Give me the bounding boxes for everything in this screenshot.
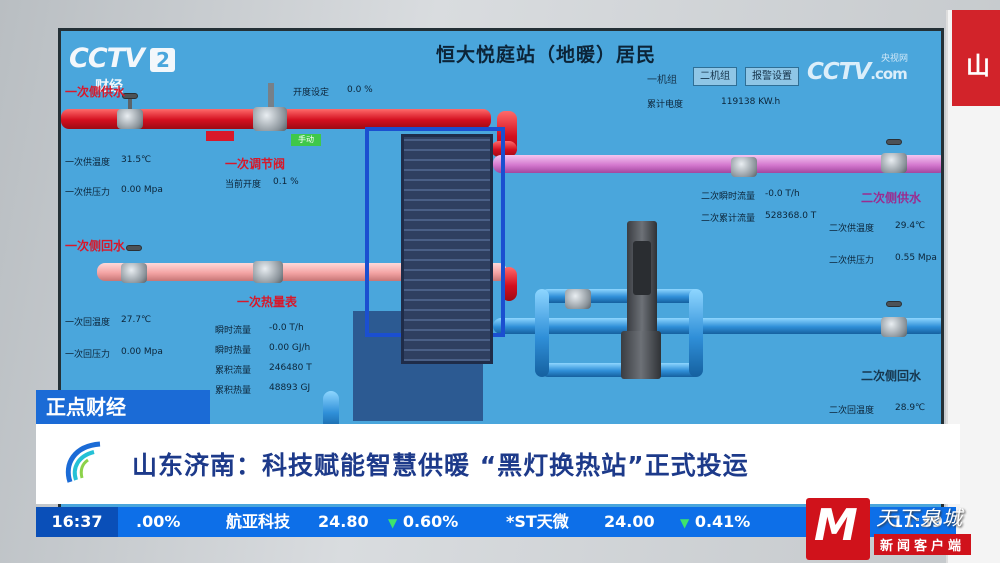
secondary-return-title: 二次侧回水	[861, 369, 922, 383]
secondary-instant-flow-value: -0.0 T/h	[765, 189, 800, 199]
pump-motor-a	[633, 241, 651, 295]
secondary-supply-pipe	[493, 155, 941, 173]
stock-ticker: 16:37 .00% 航亚科技 24.80 ▼ 0.60% *ST天微 24.0…	[36, 507, 956, 537]
valve-handwheel-icon[interactable]	[122, 93, 138, 99]
heat-meter-row-value: 0.00 GJ/h	[269, 343, 311, 353]
alarm-settings-button[interactable]: 报警设置	[745, 67, 799, 86]
primary-return-pressure-label: 一次回压力	[65, 350, 111, 360]
unit1-tab[interactable]: 一机组	[647, 75, 677, 86]
primary-supply-valve[interactable]	[117, 109, 143, 129]
circulation-pump-a-housing	[621, 331, 661, 379]
heat-meter-title: 一次热量表	[237, 295, 298, 309]
ticker-item-name: 航亚科技	[226, 512, 291, 531]
heat-meter-row-value: -0.0 T/h	[269, 323, 304, 333]
heat-meter-row-value: 246480 T	[269, 363, 312, 373]
plate-heat-exchanger	[401, 134, 493, 364]
secondary-total-flow-value: 528368.0 T	[765, 211, 817, 221]
primary-supply-temp-value: 31.5℃	[121, 155, 152, 165]
heat-meter-row-label: 瞬时流量	[215, 326, 252, 336]
pump-inlet-valve[interactable]	[565, 289, 591, 309]
secondary-clock: 11:39	[892, 512, 943, 531]
manual-mode-tag[interactable]: 手动	[291, 134, 321, 146]
ticker-item-name: *ST天微	[506, 512, 569, 531]
ticker-item-change: ▼ 0.41%	[680, 512, 751, 531]
current-opening-value: 0.1 %	[273, 177, 299, 187]
ticker-item-price: 24.00	[604, 512, 655, 531]
ticker-item-price: 24.80	[318, 512, 369, 531]
valve-handwheel-icon[interactable]	[886, 301, 902, 307]
secondary-return-pipe-right-riser	[689, 289, 703, 377]
energy-value: 119138 KW.h	[721, 97, 781, 107]
primary-return-temp-value: 27.7℃	[121, 315, 152, 325]
primary-supply-temp-label: 一次供温度	[65, 158, 111, 168]
watermark-sub: 新闻客户端	[874, 534, 972, 555]
headline-bar: 山东济南：科技赋能智慧供暖 “黑灯换热站”正式投运	[36, 424, 960, 504]
secondary-flow-meter	[731, 157, 757, 177]
valve-handwheel-icon[interactable]	[126, 245, 142, 251]
current-opening-label: 当前开度	[225, 180, 262, 190]
valve-status-indicator	[206, 131, 234, 141]
secondary-total-flow-label: 二次累计流量	[701, 214, 756, 224]
secondary-return-pipe-drop	[323, 391, 339, 431]
change-arrow-icon: ▼	[388, 516, 398, 530]
heat-meter-row-value: 48893 GJ	[269, 383, 311, 393]
heat-meter-body	[253, 261, 283, 283]
secondary-supply-temp-label: 二次供温度	[829, 224, 875, 234]
regulating-valve-title: 一次调节阀	[225, 157, 286, 171]
secondary-supply-valve[interactable]	[881, 153, 907, 173]
secondary-supply-pressure-value: 0.55 Mpa	[895, 253, 937, 263]
program-swirl-icon	[65, 441, 101, 483]
primary-return-valve[interactable]	[121, 263, 147, 283]
regulating-valve[interactable]	[253, 107, 287, 131]
primary-supply-pressure-value: 0.00 Mpa	[121, 185, 163, 195]
unit2-tab[interactable]: 二机组	[693, 67, 737, 86]
primary-supply-title: 一次侧供水	[65, 85, 126, 99]
cctv-com-sub: 央视网	[881, 54, 909, 64]
ticker-item-change: ▼ 0.60%	[388, 512, 459, 531]
primary-return-pressure-value: 0.00 Mpa	[121, 347, 163, 357]
station-title: 恒大悦庭站（地暖）居民	[436, 44, 657, 66]
watermark-mark-icon: M	[806, 498, 870, 560]
side-red-banner: 山	[952, 10, 1000, 106]
secondary-return-pipe	[493, 318, 941, 334]
watermark-logo: M 天下泉城 新闻客户端	[806, 492, 1000, 563]
secondary-return-valve[interactable]	[881, 317, 907, 337]
heat-meter-row-label: 累积热量	[215, 386, 252, 396]
change-arrow-icon: ▼	[680, 516, 690, 530]
secondary-supply-pressure-label: 二次供压力	[829, 256, 875, 266]
secondary-supply-title: 二次侧供水	[861, 191, 922, 205]
primary-return-pipe-bend	[501, 267, 517, 301]
watermark-brand: 天下泉城	[876, 506, 964, 530]
cctv-com-logo: CCTV.com	[807, 59, 908, 85]
news-headline: 山东济南：科技赋能智慧供暖 “黑灯换热站”正式投运	[132, 451, 749, 480]
program-name-banner: 正点财经	[36, 390, 210, 424]
heat-meter-row-label: 累积流量	[215, 366, 252, 376]
cctv2-logo-sub: 财经	[95, 79, 123, 95]
ticker-item-price: .00%	[136, 512, 181, 531]
heat-meter-row-label: 瞬时热量	[215, 346, 252, 356]
valve-stem	[128, 99, 132, 109]
secondary-return-temp-label: 二次回温度	[829, 406, 875, 416]
secondary-return-temp-value: 28.9℃	[895, 403, 926, 413]
primary-supply-pressure-label: 一次供压力	[65, 188, 111, 198]
primary-return-title: 一次侧回水	[65, 239, 126, 253]
primary-return-temp-label: 一次回温度	[65, 318, 111, 328]
energy-label: 累计电度	[647, 100, 684, 110]
secondary-return-pipe-left-riser	[535, 289, 549, 377]
secondary-instant-flow-label: 二次瞬时流量	[701, 192, 756, 202]
valve-handwheel-icon[interactable]	[886, 139, 902, 145]
opening-set-label: 开度设定	[293, 88, 330, 98]
regulating-valve-actuator	[268, 83, 274, 107]
broadcast-clock: 16:37	[36, 507, 118, 537]
opening-set-value[interactable]: 0.0 %	[347, 85, 373, 95]
secondary-supply-temp-value: 29.4℃	[895, 221, 926, 231]
